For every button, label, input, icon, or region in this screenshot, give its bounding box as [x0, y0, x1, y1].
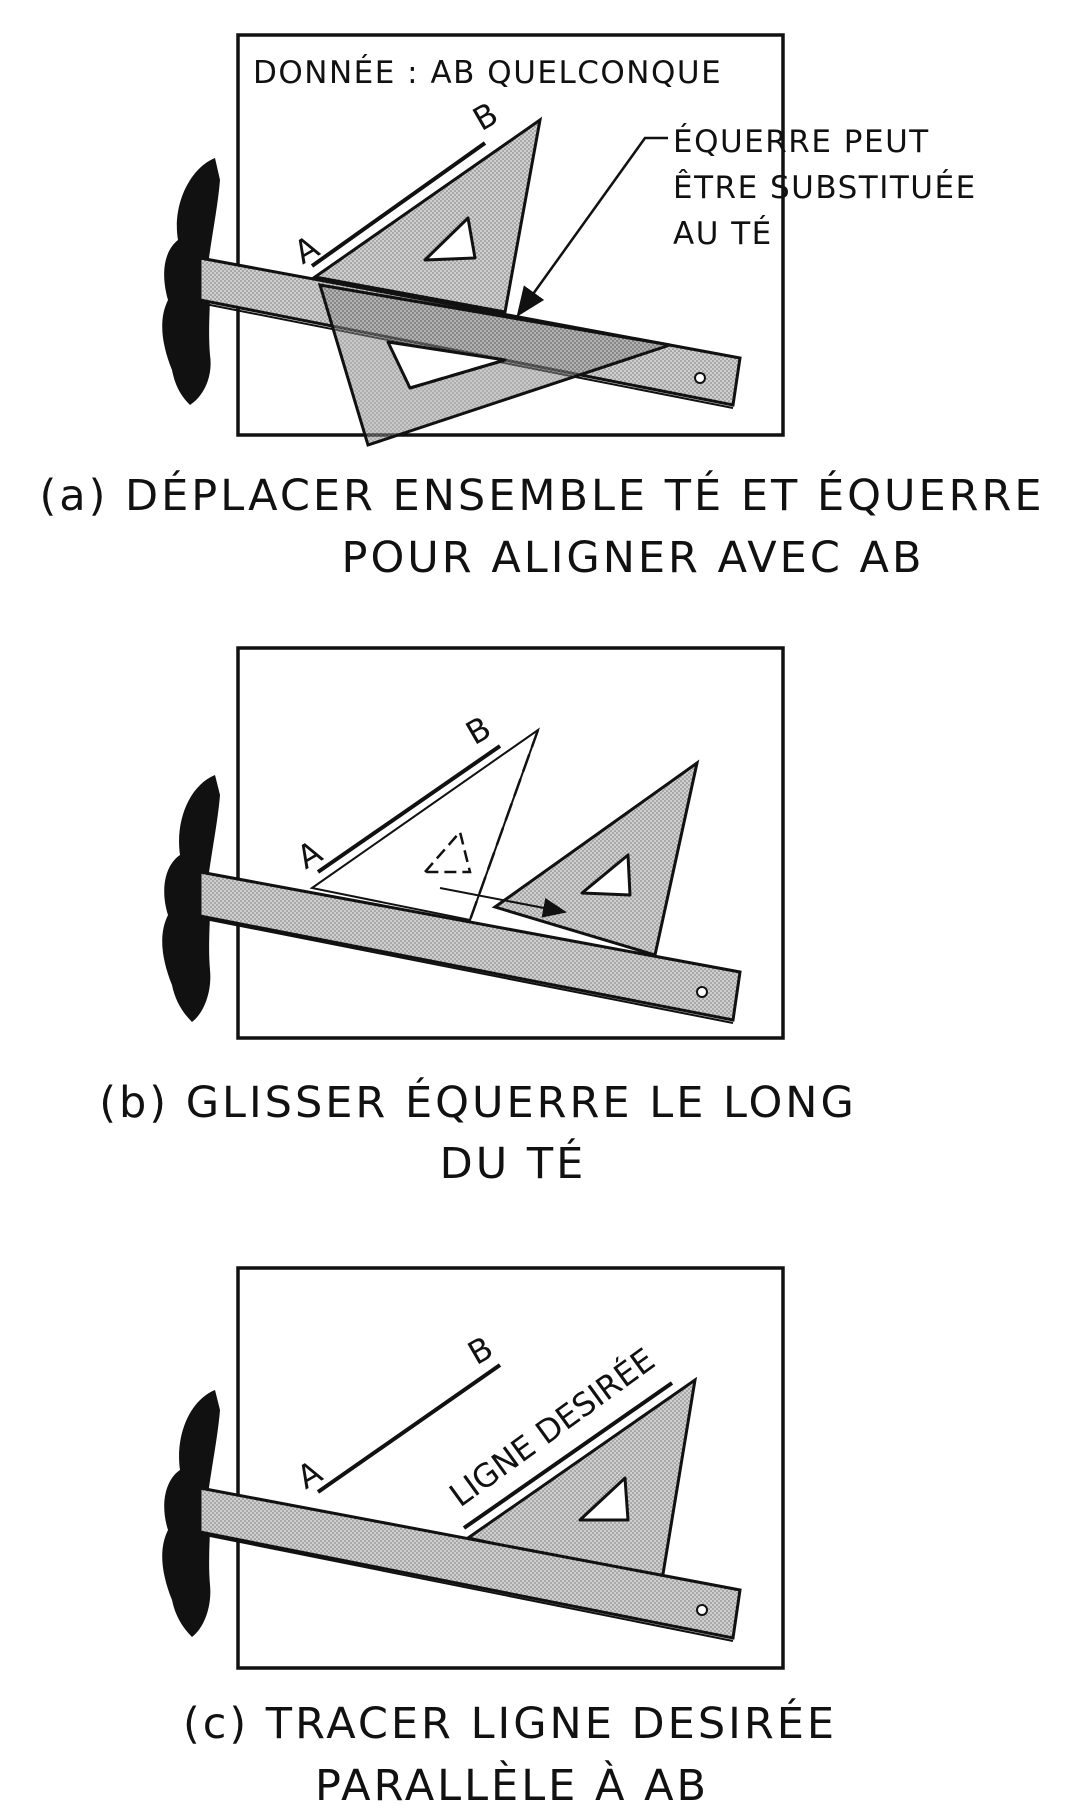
line-ab-b	[316, 744, 502, 874]
set-square-a	[311, 116, 543, 314]
caption-b-line-2: DU TÉ	[440, 1138, 587, 1189]
drawing-board-edge-b	[162, 775, 220, 1022]
drawing-board-edge-c	[162, 1390, 220, 1637]
caption-a-line-1: (a) DÉPLACER ENSEMBLE TÉ ET ÉQUERRE	[39, 470, 1044, 521]
t-square-b	[198, 870, 742, 1024]
substitute-set-square-a	[317, 283, 671, 447]
callout-line-2-a: ÊTRE SUBSTITUÉE	[673, 170, 977, 206]
slide-arrow-b	[439, 887, 567, 918]
t-square-c	[198, 1486, 742, 1642]
caption-c-line-2: PARALLÈLE À AB	[315, 1760, 709, 1811]
caption-c-line-1: (c) TRACER LIGNE DESIRÉE	[183, 1698, 837, 1749]
desired-line-c	[462, 1381, 674, 1530]
callout-line-3-a: AU TÉ	[673, 216, 773, 252]
ghost-set-square-b	[309, 727, 540, 922]
line-ab-a	[310, 141, 487, 268]
line-ab-c	[316, 1363, 502, 1494]
given-note-a: DONNÉE : AB QUELCONQUE	[253, 55, 722, 91]
panel-b: A B (b) GLISSER ÉQUERRE LE LONG DU TÉ	[99, 646, 857, 1189]
caption-b-line-1: (b) GLISSER ÉQUERRE LE LONG	[99, 1077, 857, 1128]
panel-a: A B DONNÉE : AB QUELCONQUE ÉQUERRE PEUT …	[39, 33, 1044, 583]
callout-leader-a	[516, 136, 668, 318]
panel-c: LIGNE DESIRÉE A B (c) TRACER LIGNE DESIR…	[162, 1266, 837, 1811]
caption-a-line-2: POUR ALIGNER AVEC AB	[342, 533, 925, 583]
callout-line-1-a: ÉQUERRE PEUT	[673, 124, 930, 160]
drawing-board-edge-a	[162, 158, 220, 405]
